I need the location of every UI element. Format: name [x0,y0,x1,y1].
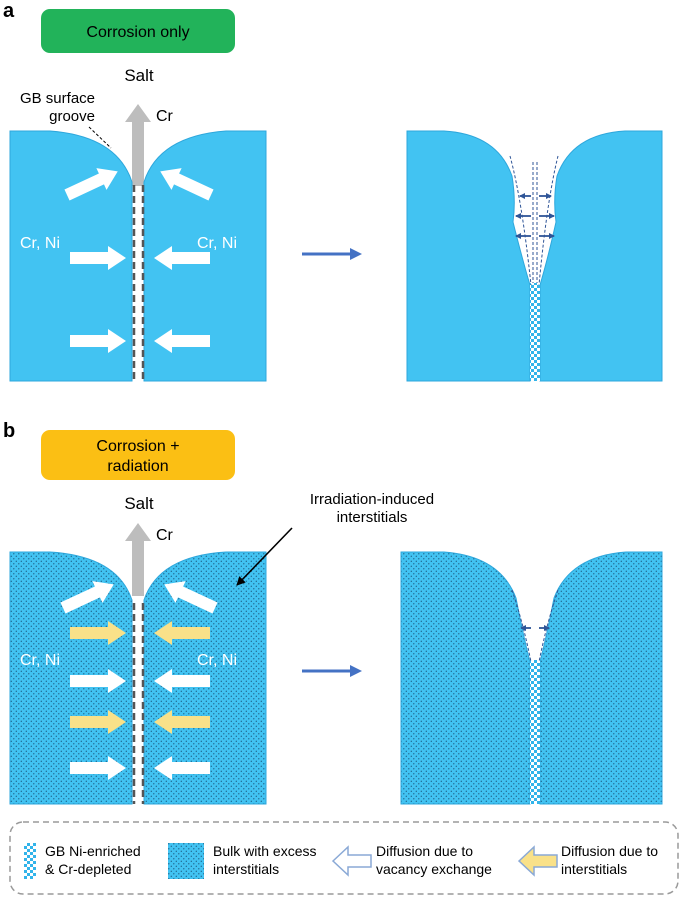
legend-gb-swatch-icon [24,843,36,879]
panel-a-diffusion-arrows [64,168,214,353]
panel-b-process-arrow-icon [302,665,362,677]
diffusion-arrow-icon [164,581,218,614]
diffusion-arrow-icon [70,669,126,693]
legend-vacancy-arrow-icon [331,845,372,877]
panel-b-right-label: Cr, Ni [197,652,237,669]
diffusion-arrow-icon [154,329,210,353]
panel-a-gb-checker [530,283,540,381]
cr-outflow-arrow-icon [125,104,151,186]
interstitials-label-line2: interstitials [337,509,408,526]
interstitial-arrow-icon [154,621,210,645]
diffusion-arrow-icon [154,246,210,270]
panel-b-title-line1: Corrosion + [96,438,179,455]
diffusion-arrow-icon [70,329,126,353]
panel-a-left-label: Cr, Ni [20,235,60,252]
panel-b-title-box [41,430,235,480]
diffusion-arrow-icon [70,246,126,270]
interstitial-arrow-icon [70,621,126,645]
diffusion-arrow-icon [64,168,118,201]
diffusion-arrow-icon [70,756,126,780]
panel-b-diffusion-arrows [60,581,218,780]
legend-item-2-line2: interstitials [213,861,279,877]
panel-a-title: Corrosion only [86,24,189,41]
legend-item-4-line1: Diffusion due to [561,843,658,859]
panel-b-result [400,551,663,805]
legend-bulk-swatch-icon [168,843,204,879]
groove-leader-line [88,126,112,149]
diffusion-arrow-icon [160,168,214,201]
diffusion-arrow-icon [60,581,114,614]
panel-a-process-arrow-icon [302,248,362,260]
panel-a-cr-label: Cr [156,108,174,125]
panel-a-result [406,130,663,382]
legend-item-2-line1: Bulk with excess [213,843,316,859]
panel-b-title-line2: radiation [107,458,168,475]
legend-item-1-line2: & Cr-depleted [45,861,131,877]
legend-interstitial-arrow-icon [517,845,558,877]
legend-item-3-line1: Diffusion due to [376,843,473,859]
panel-a-letter: a [3,0,15,22]
panel-b-cr-label: Cr [156,527,174,544]
panel-b-cr-outflow-arrow-icon [125,523,151,596]
panel-a: a Corrosion only Salt Cr GB surface groo… [3,0,663,382]
interstitials-pointer-arrow-icon [236,527,293,586]
legend: GB Ni-enriched & Cr-depleted Bulk with e… [9,821,679,895]
panel-b: b Corrosion + radiation Salt Cr Irradiat… [3,420,663,805]
legend-item-3-line2: vacancy exchange [376,861,492,877]
interstitial-arrow-icon [70,710,126,734]
panel-a-salt-label: Salt [124,66,154,85]
interstitials-label-line1: Irradiation-induced [310,491,434,508]
panel-a-right-label: Cr, Ni [197,235,237,252]
diffusion-arrow-icon [154,669,210,693]
panel-b-left-label: Cr, Ni [20,652,60,669]
groove-label-line2: groove [49,108,95,125]
groove-label-line1: GB surface [20,90,95,107]
panel-b-salt-label: Salt [124,494,154,513]
diffusion-arrow-icon [154,756,210,780]
interstitial-arrow-icon [154,710,210,734]
legend-item-1-line1: GB Ni-enriched [45,843,141,859]
panel-b-gb-checker [530,660,540,804]
panel-b-letter: b [3,420,15,442]
panel-a-title-box [41,9,235,53]
legend-item-4-line2: interstitials [561,861,627,877]
legend-box [9,821,679,895]
